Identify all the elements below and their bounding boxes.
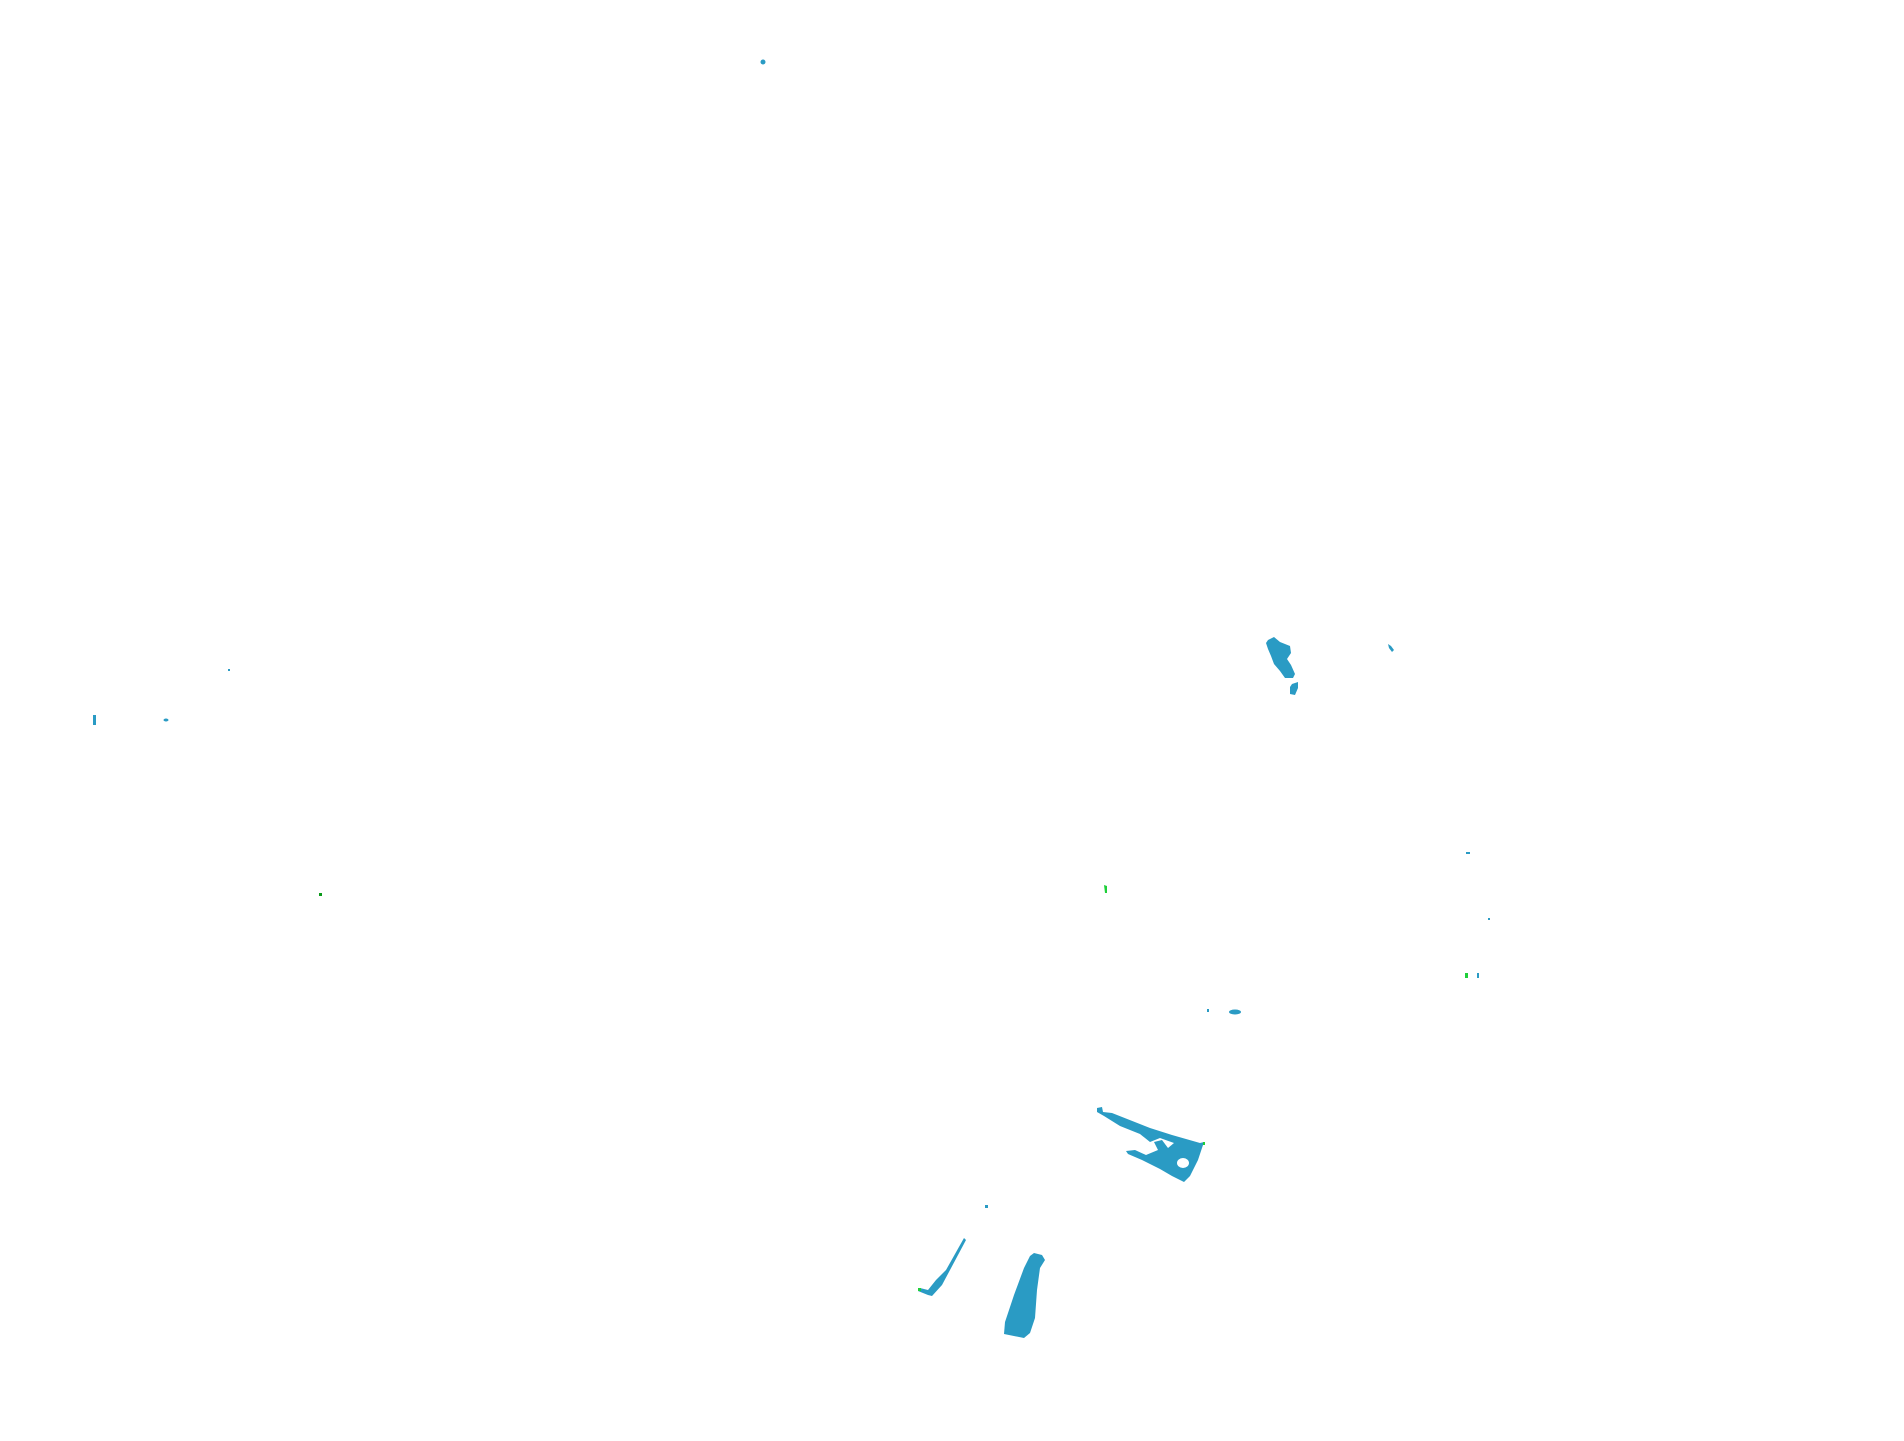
water-feature-speck (163, 718, 169, 722)
water-feature-pond (1229, 1009, 1241, 1015)
water-feature-island (1266, 637, 1295, 678)
vegetation-speck (1104, 885, 1107, 893)
water-features-layer (93, 59, 1490, 1338)
water-feature-dot (760, 59, 766, 65)
vegetation-speck (918, 1288, 921, 1291)
water-feature-speck (985, 1205, 988, 1208)
water-feature-speck (93, 715, 96, 725)
vegetation-speck (1465, 973, 1468, 978)
vegetation-speck (1203, 1142, 1205, 1145)
water-feature-hook (1290, 682, 1298, 695)
water-feature-speck (228, 669, 230, 671)
vegetation-layer (319, 885, 1468, 1291)
water-feature-speck (1466, 852, 1470, 854)
water-feature-speck (1477, 973, 1479, 978)
vegetation-speck (319, 893, 322, 896)
water-feature-speck (1207, 1009, 1209, 1012)
water-feature-lake (1097, 1107, 1204, 1182)
water-feature-strip (1004, 1253, 1045, 1338)
water-feature-small (1388, 644, 1394, 652)
water-feature-channel (918, 1238, 966, 1296)
water-feature-speck (1488, 918, 1490, 920)
lake-hole (1177, 1158, 1189, 1168)
